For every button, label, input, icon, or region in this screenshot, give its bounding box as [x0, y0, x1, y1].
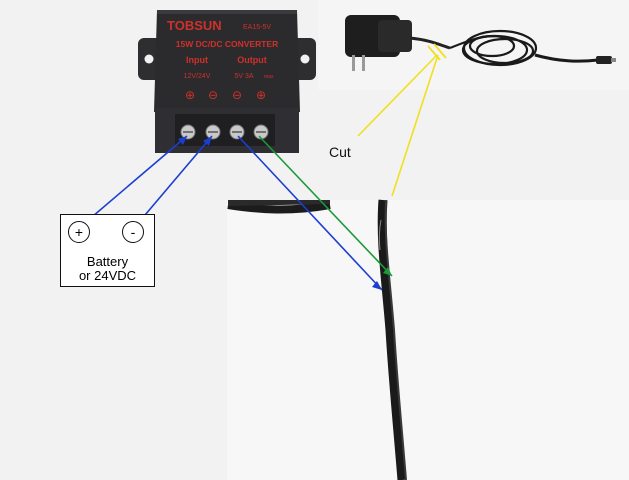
cable-shadow	[227, 201, 331, 214]
barrel-plug-tip	[611, 58, 616, 62]
wire-battery-plus	[78, 135, 188, 229]
converter-input-spec: 12V/24V	[184, 73, 211, 80]
cable-photo	[227, 200, 629, 480]
dc-converter: TOBSUN EA15-5V 15W DC/DC CONVERTER Input…	[138, 10, 316, 153]
converter-output-spec: 5V 3A	[234, 73, 253, 80]
cut-mark-1	[427, 45, 441, 61]
converter-brand: TOBSUN	[167, 18, 222, 33]
adapter-cord-start	[409, 36, 451, 50]
battery-spec: or 24VDC	[78, 268, 137, 283]
mount-hole-right	[300, 54, 310, 64]
power-adapter	[345, 15, 616, 71]
converter-model: EA15-5V	[243, 24, 271, 31]
mount-hole-left	[144, 54, 154, 64]
adapter-front	[378, 20, 412, 52]
converter-body	[154, 10, 300, 112]
symbol-plus-in: ⊕	[185, 88, 195, 102]
converter-output-label: Output	[237, 55, 267, 65]
barrel-plug	[596, 56, 612, 64]
converter-title: 15W DC/DC CONVERTER	[176, 39, 278, 49]
cut-mark-2	[433, 43, 447, 59]
cut-line-right	[391, 54, 439, 197]
battery-plus-terminal: +	[68, 221, 90, 243]
converter-input-label: Input	[186, 55, 208, 65]
battery-minus-terminal: -	[122, 221, 144, 243]
cut-cable	[227, 199, 407, 480]
wire-battery-minus	[133, 135, 213, 229]
adapter-prong-1	[352, 55, 355, 71]
symbol-minus-out: ⊖	[232, 88, 242, 102]
symbol-plus-out: ⊕	[256, 88, 266, 102]
symbol-minus-in: ⊖	[208, 88, 218, 102]
converter-output-spec-suffix: max	[264, 74, 274, 80]
cut-line-left	[357, 54, 438, 137]
battery-box: + - Battery or 24VDC	[60, 214, 155, 287]
cut-label: Cut	[329, 144, 351, 160]
cable-coil	[449, 29, 538, 67]
cable-body	[377, 199, 407, 480]
adapter-prong-2	[362, 55, 365, 71]
wire-output-plus	[258, 135, 393, 277]
battery-name: Battery	[86, 254, 129, 269]
wire-output-minus	[237, 135, 383, 291]
wires	[78, 43, 447, 291]
cable-tail	[534, 53, 599, 63]
